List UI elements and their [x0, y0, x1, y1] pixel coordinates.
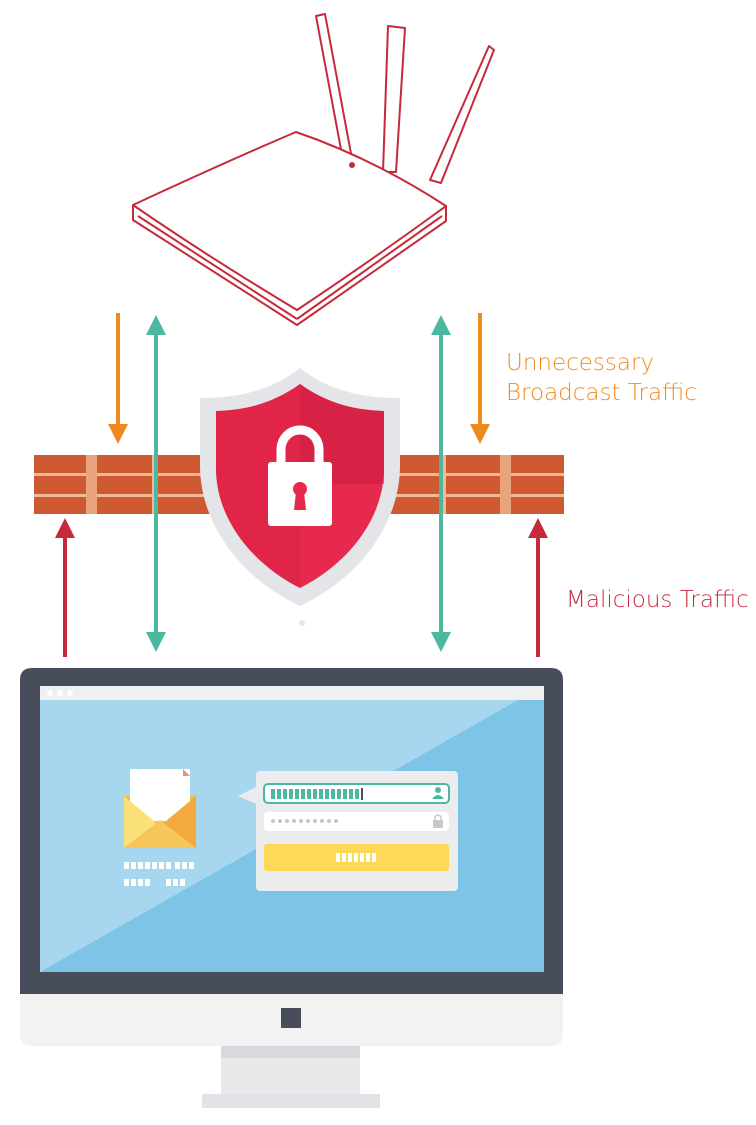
- username-field[interactable]: [263, 783, 450, 804]
- monitor-power-button: [281, 1008, 301, 1028]
- malicious-traffic-arrows: [55, 518, 548, 657]
- lock-icon: [433, 814, 443, 828]
- shield-lock-icon: [200, 368, 400, 626]
- user-icon: [432, 787, 444, 799]
- login-panel: [238, 771, 458, 891]
- broadcast-label-line1: Unnecessary: [506, 350, 655, 376]
- email-placeholder-text: [124, 862, 194, 886]
- password-field[interactable]: [264, 812, 449, 831]
- envelope-icon: [124, 769, 196, 848]
- login-button[interactable]: [264, 844, 449, 871]
- allowed-traffic-arrows: [146, 315, 451, 652]
- router-icon: [132, 13, 495, 326]
- malicious-traffic-label: Malicious Traffic: [566, 587, 749, 613]
- broadcast-traffic-label: Unnecessary Broadcast Traffic: [506, 348, 697, 408]
- broadcast-label-line2: Broadcast Traffic: [506, 380, 697, 406]
- broadcast-traffic-arrows: [108, 313, 490, 444]
